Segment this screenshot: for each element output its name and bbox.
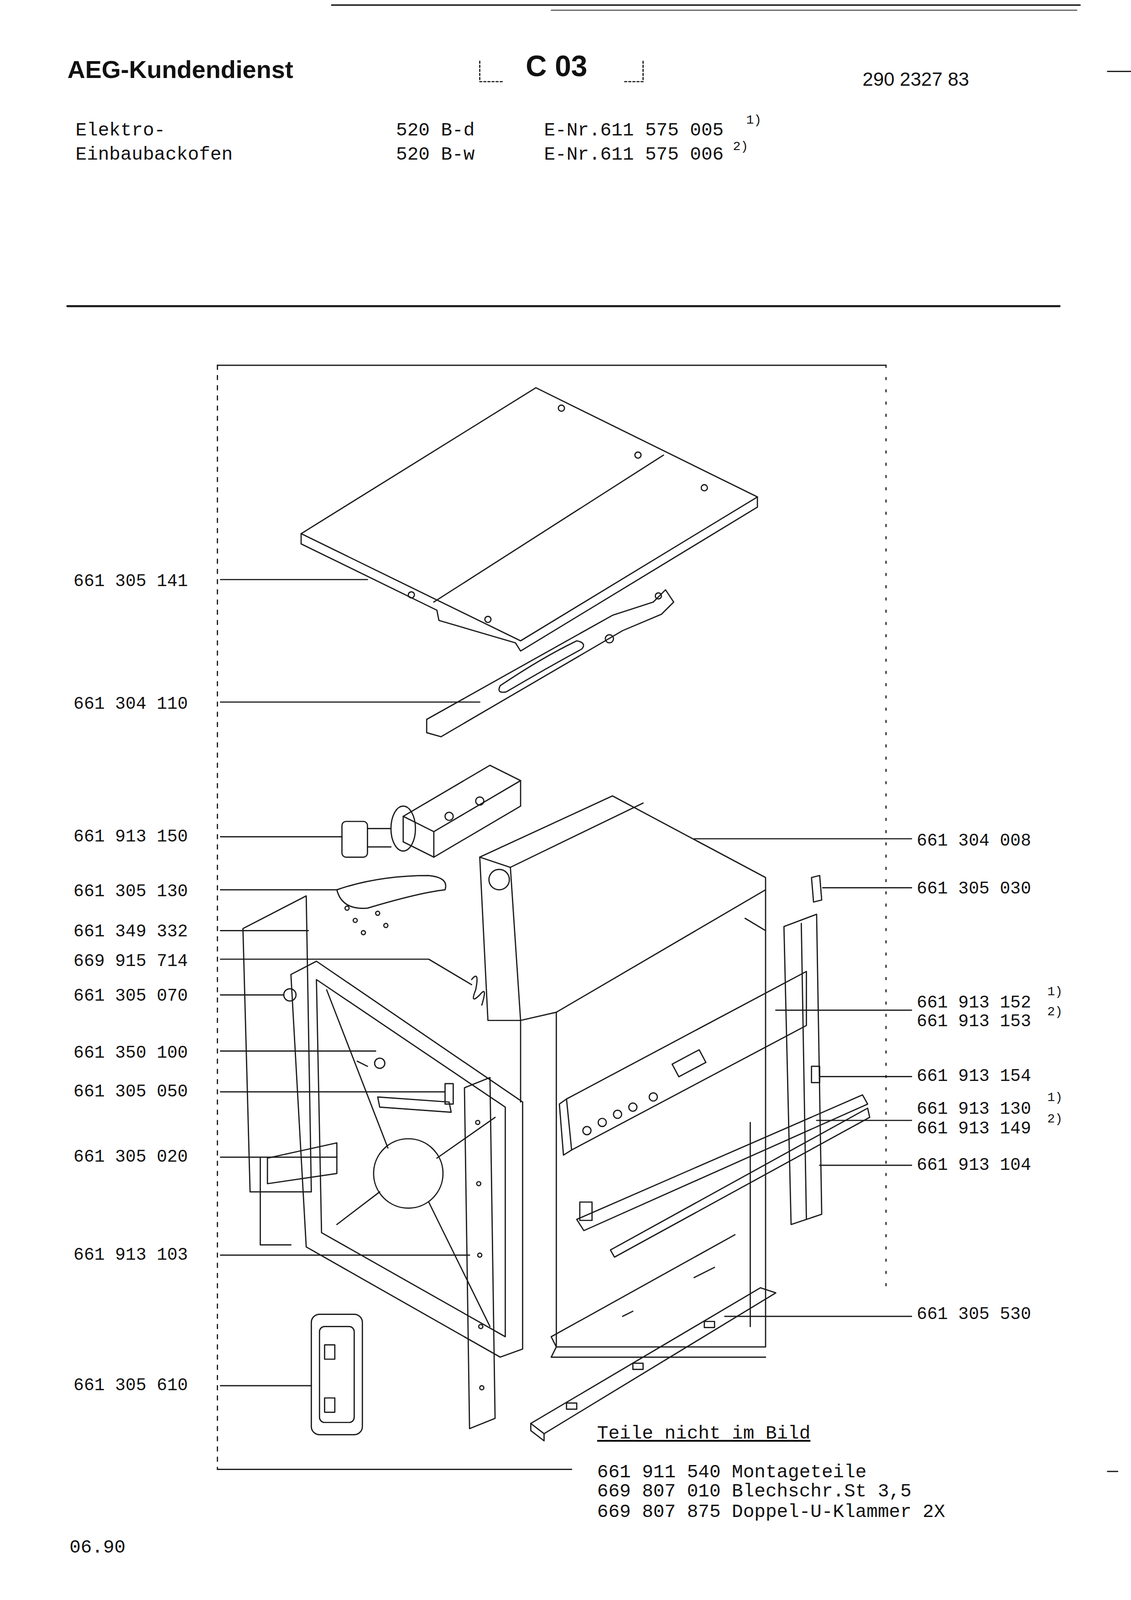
callout-number: 661 305 130 [73,883,188,901]
document-number: 290 2327 83 [862,67,970,91]
callout-number: 661 913 152 [916,994,1032,1012]
footnote-mark: 2) [1047,1005,1064,1019]
footnote-mark: 2) [732,140,749,154]
callout-number: 661 305 050 [73,1083,188,1101]
sheet-code: C 03 [525,48,588,84]
footnote-mark: 1) [1047,1091,1064,1105]
callout-number: 661 913 130 [916,1100,1032,1119]
callout-number: 661 305 070 [73,987,188,1006]
callout-number: 661 913 153 [916,1013,1032,1031]
parts-list-item: 669 807 875 Doppel-U-Klammer 2X [597,1501,946,1524]
callout-number: 661 305 030 [916,880,1032,898]
callout-number: 661 913 150 [73,828,188,846]
model-text: 520 B-d [396,119,475,142]
callout-number: 661 305 020 [73,1148,188,1167]
model-text: E-Nr.611 575 006 [544,143,725,167]
model-text: E-Nr.611 575 005 [544,119,725,142]
callout-number: 661 305 141 [73,573,188,591]
callout-number: 661 349 332 [73,923,188,941]
callout-number: 661 913 154 [916,1068,1032,1086]
callout-number: 661 305 530 [916,1306,1032,1324]
date-text: 06.90 [69,1537,126,1560]
footnote-mark: 1) [1047,985,1064,999]
callout-number: 661 913 103 [73,1246,188,1265]
footnote-mark: 1) [746,114,762,127]
parts-list-item: 669 807 010 Blechschr.St 3,5 [597,1480,912,1504]
callout-number: 669 915 714 [73,953,188,971]
page-title: AEG-Kundendienst [67,54,294,85]
callout-number: 661 304 110 [73,695,188,714]
model-text: Elektro- [75,119,166,142]
parts-list-item: 661 911 540 Montageteile [597,1461,867,1485]
callout-number: 661 350 100 [73,1044,188,1063]
model-text: 520 B-w [396,143,475,167]
model-text: Einbaubackofen [75,143,233,167]
callout-number: 661 913 149 [916,1120,1032,1138]
footnote-mark: 2) [1047,1113,1064,1126]
callout-number: 661 305 610 [73,1377,188,1395]
callout-number: 661 913 104 [916,1157,1032,1175]
list-heading: Teile nicht im Bild [597,1422,811,1446]
callout-number: 661 304 008 [916,832,1032,850]
